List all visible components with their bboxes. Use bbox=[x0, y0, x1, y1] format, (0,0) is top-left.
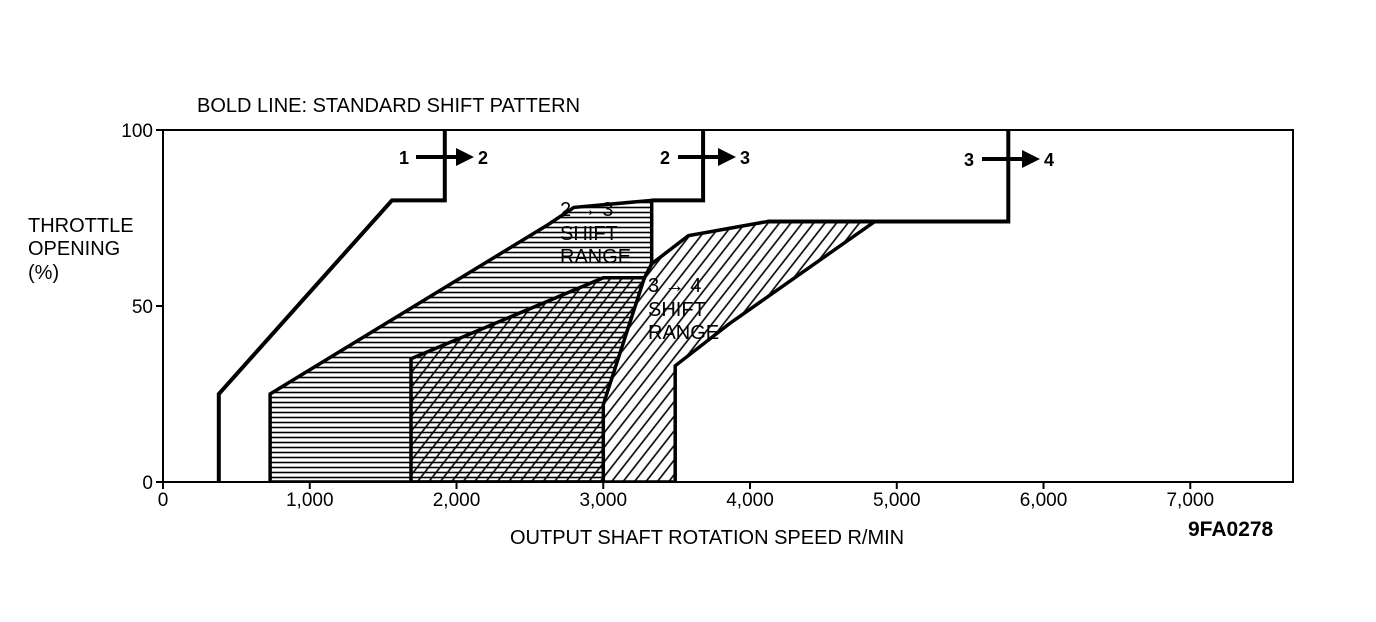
shift-range-label-2-3: 2 → 3 SHIFT RANGE bbox=[560, 199, 631, 268]
x-tick-label: 6,000 bbox=[1020, 490, 1068, 511]
y-tick-label: 0 bbox=[142, 473, 153, 494]
standard-shift-line-1-2 bbox=[216, 130, 447, 482]
arrow-2-3-head bbox=[718, 148, 736, 166]
x-tick-label: 0 bbox=[158, 490, 169, 511]
y-tick-label: 50 bbox=[132, 297, 153, 318]
y-tick-label: 100 bbox=[121, 121, 153, 142]
shift-3-4-to: 4 bbox=[1044, 150, 1054, 170]
standard-shift-line-3-4 bbox=[767, 130, 1011, 224]
arrow-3-4-head bbox=[1022, 150, 1040, 168]
x-tick-label: 5,000 bbox=[873, 490, 921, 511]
shift-2-3-from: 2 bbox=[660, 148, 670, 168]
range-3-4-label-line-2: SHIFT bbox=[648, 299, 706, 321]
range-2-3-label-line-3: RANGE bbox=[560, 246, 631, 268]
range-3-4-label-line-1: 3 → 4 bbox=[648, 275, 701, 297]
x-tick-label: 3,000 bbox=[579, 490, 627, 511]
x-tick-label: 7,000 bbox=[1166, 490, 1214, 511]
range-2-3-label-line-2: SHIFT bbox=[560, 223, 618, 245]
range-2-3-label-line-1: 2 → 3 bbox=[560, 199, 613, 221]
shift-3-4-from: 3 bbox=[964, 150, 974, 170]
standard-shift-line-2-3 bbox=[651, 130, 706, 203]
shift-arrow-2-3: 2 3 bbox=[660, 148, 750, 168]
range-3-4-label-line-3: RANGE bbox=[648, 322, 719, 344]
shift-range-label-3-4: 3 → 4 SHIFT RANGE bbox=[648, 275, 719, 344]
y-axis-label-line-2: OPENING bbox=[28, 238, 120, 260]
shift-1-2-from: 1 bbox=[399, 148, 409, 168]
y-axis-label-line-3: (%) bbox=[28, 262, 59, 284]
figure-code: 9FA0278 bbox=[1188, 518, 1274, 541]
x-tick-label: 2,000 bbox=[433, 490, 481, 511]
shift-range-layer bbox=[268, 198, 881, 482]
x-tick-label: 4,000 bbox=[726, 490, 774, 511]
y-axis-label-line-1: THROTTLE bbox=[28, 215, 134, 237]
chart-title: BOLD LINE: STANDARD SHIFT PATTERN bbox=[197, 95, 580, 117]
shift-arrow-3-4: 3 4 bbox=[964, 150, 1054, 170]
shift-1-2-to: 2 bbox=[478, 148, 488, 168]
axis-tick-layer: 0 1,000 2,000 3,000 4,000 5,000 6,000 7,000 0 50 1… bbox=[121, 121, 1214, 511]
arrow-1-2-head bbox=[456, 148, 474, 166]
shift-arrow-1-2: 1 2 bbox=[399, 148, 488, 168]
x-tick-label: 1,000 bbox=[286, 490, 334, 511]
x-axis-label: OUTPUT SHAFT ROTATION SPEED R/MIN bbox=[510, 527, 904, 549]
shift-2-3-to: 3 bbox=[740, 148, 750, 168]
shift-range-region-3-4 bbox=[409, 219, 881, 482]
